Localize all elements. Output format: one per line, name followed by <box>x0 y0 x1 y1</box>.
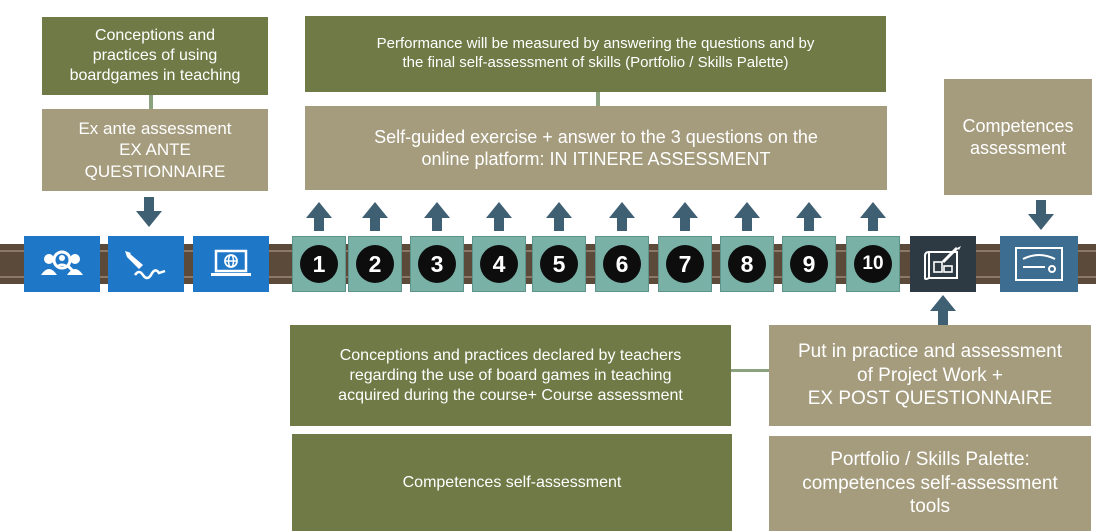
connector-top-left <box>149 95 153 109</box>
step-5-tile: 5 <box>532 236 586 292</box>
up-arrow-icon <box>860 202 886 231</box>
blueprint-icon <box>924 246 961 280</box>
step-1-tile: 1 <box>292 236 346 292</box>
step-number: 2 <box>356 245 394 283</box>
up-arrow-icon <box>734 202 760 231</box>
step-number: 8 <box>728 245 766 283</box>
up-arrow-icon <box>362 202 388 231</box>
performance-box: Performance will be measured by answerin… <box>305 16 886 92</box>
step-number: 1 <box>300 245 338 283</box>
step-8-tile: 8 <box>720 236 774 292</box>
up-arrow-icon <box>486 202 512 231</box>
step-7-tile: 7 <box>658 236 712 292</box>
signature-tile <box>108 236 184 292</box>
competences-self-assessment-box: Competences self-assessment <box>292 434 732 531</box>
ex-ante-box: Ex ante assessment EX ANTE QUESTIONNAIRE <box>42 109 268 191</box>
up-arrow-icon <box>930 295 956 325</box>
step-number: 4 <box>480 245 518 283</box>
blueprint-tile <box>910 236 976 292</box>
step-number: 3 <box>418 245 456 283</box>
competences-assessment-box: Competences assessment <box>944 79 1092 195</box>
up-arrow-icon <box>424 202 450 231</box>
self-guided-box: Self-guided exercise + answer to the 3 q… <box>305 106 887 190</box>
conceptions-declared-box: Conceptions and practices declared by te… <box>290 325 731 426</box>
certificate-icon <box>1015 247 1063 281</box>
up-arrow-icon <box>672 202 698 231</box>
step-number: 10 <box>854 245 892 283</box>
step-9-tile: 9 <box>782 236 836 292</box>
step-number: 5 <box>540 245 578 283</box>
put-in-practice-box: Put in practice and assessment of Projec… <box>769 325 1091 426</box>
people-search-tile <box>24 236 100 292</box>
up-arrow-icon <box>609 202 635 231</box>
down-arrow-icon <box>136 197 162 227</box>
laptop-globe-icon <box>211 249 251 276</box>
step-4-tile: 4 <box>472 236 526 292</box>
up-arrow-icon <box>546 202 572 231</box>
step-6-tile: 6 <box>595 236 649 292</box>
step-number: 9 <box>790 245 828 283</box>
step-10-tile: 10 <box>846 236 900 292</box>
step-number: 6 <box>603 245 641 283</box>
step-number: 7 <box>666 245 704 283</box>
people-search-icon <box>41 250 83 275</box>
portfolio-box: Portfolio / Skills Palette: competences … <box>769 436 1091 531</box>
step-2-tile: 2 <box>348 236 402 292</box>
step-3-tile: 3 <box>410 236 464 292</box>
up-arrow-icon <box>796 202 822 231</box>
signature-icon <box>125 251 166 280</box>
laptop-tile <box>193 236 269 292</box>
certificate-tile <box>1000 236 1078 292</box>
connector-top-middle <box>596 92 600 106</box>
conceptions-top-box: Conceptions and practices of using board… <box>42 17 268 95</box>
connector-bottom-right <box>731 369 769 372</box>
up-arrow-icon <box>306 202 332 231</box>
down-arrow-icon <box>1028 200 1054 230</box>
